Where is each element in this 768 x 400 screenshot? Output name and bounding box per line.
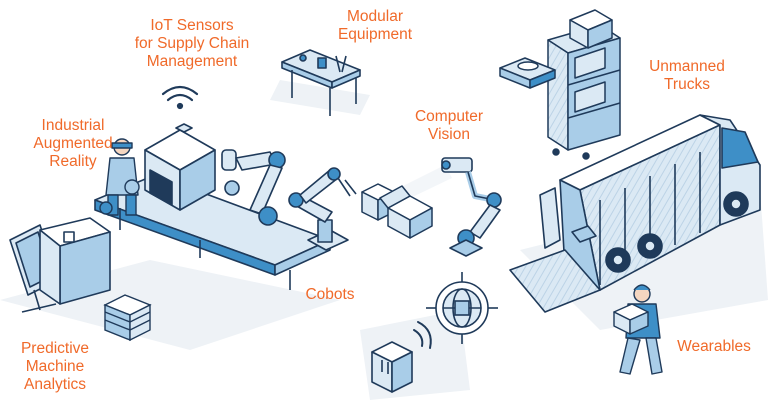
processing-machine <box>39 217 111 305</box>
vision-camera <box>395 157 502 257</box>
inspected-boxes <box>361 183 433 239</box>
warehouse-shelf <box>547 9 621 160</box>
cobot-arm-1 <box>221 149 286 226</box>
target-globe-icon <box>426 272 498 344</box>
wearables-worker <box>613 284 663 375</box>
label-wearables: Wearables <box>677 338 751 355</box>
package-box-icon <box>371 341 413 393</box>
cobot-arm-2 <box>288 167 357 251</box>
label-industrial-ar: Industrial Augmented Reality <box>33 117 113 170</box>
label-cobots: Cobots <box>305 286 355 303</box>
conveyor-belt <box>94 174 331 290</box>
ar-worker <box>99 138 140 216</box>
unmanned-truck <box>509 114 761 313</box>
label-iot-sensors: IoT Sensors for Supply Chain Management <box>134 17 250 70</box>
paper-stack <box>103 294 152 342</box>
label-computer-vision: Computer Vision <box>414 108 484 143</box>
label-modular-equipment: Modular Equipment <box>337 8 413 43</box>
modular-table <box>281 49 361 116</box>
label-unmanned-trucks: Unmanned Trucks <box>649 58 725 93</box>
label-predictive-analytics: Predictive Machine Analytics <box>20 340 90 393</box>
iot-scanner-box <box>144 123 216 211</box>
box-wifi-icon <box>413 321 432 349</box>
weighing-scale <box>499 57 556 89</box>
wifi-signal-icon <box>161 85 199 110</box>
